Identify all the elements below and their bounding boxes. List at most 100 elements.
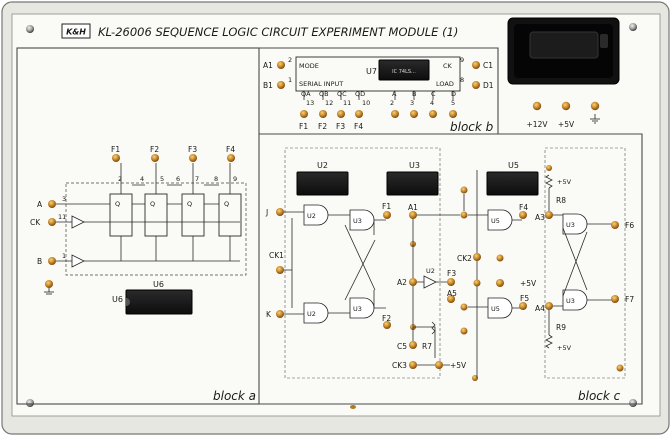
- node-a5[interactable]: [447, 295, 455, 303]
- vcc-5v-mid[interactable]: [496, 279, 504, 287]
- block-a-border: [16, 47, 260, 405]
- svg-text:C: C: [431, 90, 436, 98]
- input-c-b[interactable]: [429, 110, 437, 118]
- node-f4[interactable]: [519, 211, 527, 219]
- terminal-b1[interactable]: [277, 81, 285, 89]
- svg-text:U2: U2: [307, 212, 316, 220]
- svg-text:+5V: +5V: [557, 178, 572, 186]
- svg-text:Q: Q: [224, 200, 229, 208]
- svg-text:13: 13: [306, 99, 314, 107]
- node-a3[interactable]: [545, 211, 553, 219]
- resistor-r9: [545, 334, 553, 349]
- svg-text:F7: F7: [625, 295, 634, 304]
- svg-text:U3: U3: [353, 305, 362, 313]
- svg-text:4: 4: [140, 175, 144, 183]
- input-b-b[interactable]: [410, 110, 418, 118]
- svg-text:+5V: +5V: [557, 344, 572, 352]
- svg-text:A2: A2: [397, 278, 407, 287]
- output-f4-b[interactable]: [355, 110, 363, 118]
- node-a2[interactable]: [409, 278, 417, 286]
- svg-text:+5V: +5V: [520, 279, 537, 288]
- output-f2-b[interactable]: [319, 110, 327, 118]
- terminal-a1[interactable]: [277, 61, 285, 69]
- ic-chip-u3: [386, 171, 439, 196]
- ic-chip-u6: [125, 289, 193, 315]
- label-ck: CK: [30, 218, 41, 227]
- terminal-a[interactable]: [48, 200, 56, 208]
- terminal-ck3[interactable]: [409, 361, 417, 369]
- output-f3-b[interactable]: [337, 110, 345, 118]
- svg-text:F1: F1: [299, 122, 308, 131]
- terminal-d1[interactable]: [472, 81, 480, 89]
- svg-text:F4: F4: [354, 122, 363, 131]
- power-connector[interactable]: [507, 17, 620, 85]
- terminal-j[interactable]: [276, 208, 284, 216]
- label-ck3: CK3: [392, 361, 407, 370]
- label-serial-input: SERIAL INPUT: [299, 80, 343, 88]
- label-mode: MODE: [299, 62, 319, 70]
- jack-gnd[interactable]: [590, 101, 600, 111]
- node-f1[interactable]: [383, 211, 391, 219]
- svg-text:U3: U3: [566, 297, 575, 305]
- capacitor-c5-jack[interactable]: [409, 341, 417, 349]
- svg-text:10: 10: [362, 99, 370, 107]
- svg-text:F4: F4: [519, 203, 528, 212]
- svg-text:U5: U5: [491, 217, 500, 225]
- label-b1: B1: [263, 81, 273, 90]
- label-ck1: CK1: [269, 251, 284, 260]
- svg-text:F6: F6: [625, 221, 634, 230]
- jack-5v[interactable]: [561, 101, 571, 111]
- label-c5: C5: [397, 342, 407, 351]
- power-jacks: +12V +5V: [527, 101, 600, 129]
- output-f6[interactable]: [611, 221, 619, 229]
- svg-text:F1: F1: [382, 202, 391, 211]
- svg-text:5: 5: [160, 175, 164, 183]
- svg-text:3: 3: [410, 99, 414, 107]
- terminal-b[interactable]: [48, 257, 56, 265]
- input-a-b[interactable]: [391, 110, 399, 118]
- svg-text:U3: U3: [353, 217, 362, 225]
- svg-text:8: 8: [460, 76, 464, 84]
- output-f1-a[interactable]: [112, 154, 120, 162]
- logo-text: K&H: [66, 28, 86, 37]
- svg-text:11: 11: [343, 99, 351, 107]
- block-c-border: [259, 133, 643, 405]
- output-f4-a[interactable]: [227, 154, 235, 162]
- output-f1-b[interactable]: [300, 110, 308, 118]
- terminal-c1[interactable]: [472, 61, 480, 69]
- svg-text:F3: F3: [336, 122, 345, 131]
- output-f3-a[interactable]: [189, 154, 197, 162]
- node-a1[interactable]: [409, 211, 417, 219]
- terminal-ck2[interactable]: [473, 253, 481, 261]
- terminal-k[interactable]: [276, 310, 284, 318]
- input-d-b[interactable]: [449, 110, 457, 118]
- svg-text:7: 7: [195, 175, 199, 183]
- chip-u7-label: U7: [366, 67, 377, 76]
- terminal-ck[interactable]: [48, 218, 56, 226]
- label-f1-a: F1: [111, 145, 120, 154]
- output-f7[interactable]: [611, 295, 619, 303]
- chip-u5-label: U5: [508, 161, 519, 170]
- node-f5[interactable]: [519, 302, 527, 310]
- terminal-ck1[interactable]: [276, 266, 284, 274]
- pin-ck: 11: [58, 213, 66, 221]
- terminal-gnd-a[interactable]: [45, 280, 53, 288]
- vcc-r7[interactable]: [435, 361, 443, 369]
- ic-chip-u5: [486, 171, 539, 196]
- node-a4[interactable]: [545, 302, 553, 310]
- output-f2-a[interactable]: [151, 154, 159, 162]
- block-a-label: block a: [213, 389, 256, 403]
- svg-text:U2: U2: [426, 267, 435, 275]
- svg-text:D: D: [451, 90, 456, 98]
- svg-text:F3: F3: [447, 269, 456, 278]
- gate-u5-top: [487, 209, 513, 231]
- node-f3[interactable]: [447, 278, 455, 286]
- gate-u2-top: [303, 204, 329, 226]
- node-f2[interactable]: [383, 321, 391, 329]
- svg-text:U5: U5: [491, 305, 500, 313]
- module-title: KL-26006 SEQUENCE LOGIC CIRCUIT EXPERIME…: [98, 25, 458, 39]
- svg-text:2: 2: [390, 99, 394, 107]
- label-12v: +12V: [527, 120, 549, 129]
- jack-12v[interactable]: [532, 101, 542, 111]
